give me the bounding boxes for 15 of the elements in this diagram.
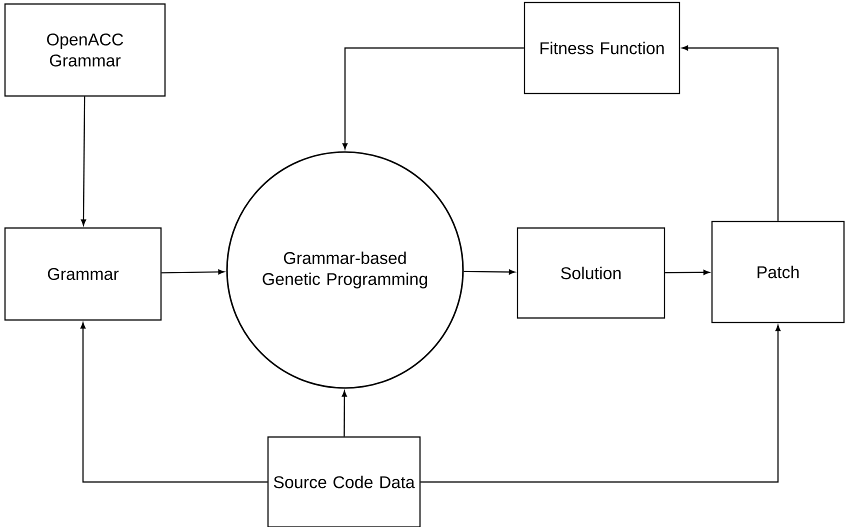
arrow (682, 45, 779, 221)
process-box: OpenACC Grammar (4, 3, 166, 97)
arrow (665, 270, 710, 275)
arrow (80, 322, 268, 483)
process-box: Fitness Function (524, 2, 680, 94)
process-box: Source Code Data (267, 436, 421, 527)
process-box: Grammar (4, 227, 162, 321)
process-box: Solution (516, 227, 666, 319)
arrow (420, 324, 781, 483)
arrow (162, 269, 224, 274)
arrow (464, 269, 516, 275)
arrow (342, 47, 524, 150)
process-box: Patch (711, 220, 845, 324)
arrow (342, 390, 347, 436)
arrow (80, 96, 86, 226)
